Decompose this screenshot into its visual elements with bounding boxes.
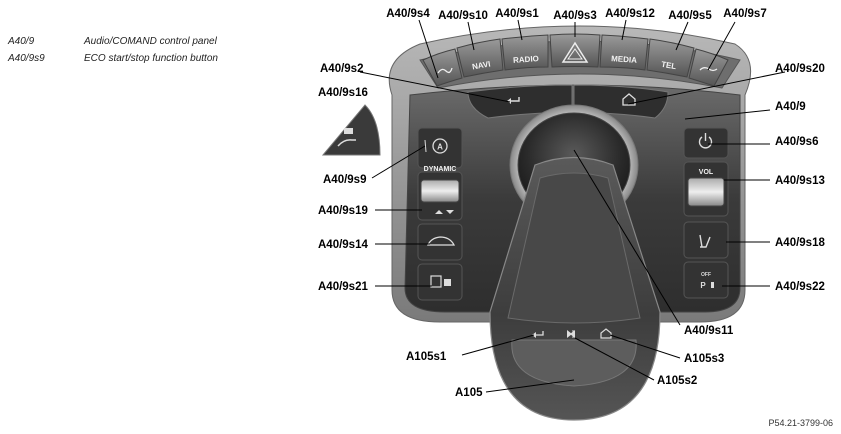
eco-button-s9[interactable]: A xyxy=(417,127,463,169)
callout-a105s2: A105s2 xyxy=(657,375,697,387)
car-icon xyxy=(337,139,356,147)
climate-left-button-s4[interactable] xyxy=(422,48,463,87)
skip-icon xyxy=(567,330,572,338)
seat-adjust-button-s18[interactable] xyxy=(683,221,729,259)
vol-label: VOL xyxy=(699,169,714,176)
hazard-warning-icon-inner xyxy=(567,48,583,60)
seat-heating-icon xyxy=(437,67,453,74)
callout-a40-9s5: A40/9s5 xyxy=(668,10,712,22)
callout-a40-9s6: A40/9s6 xyxy=(775,136,818,148)
callout-a40-9s22: A40/9s22 xyxy=(775,281,825,293)
parktronic-off-button-s22[interactable]: OFF P xyxy=(683,261,729,299)
eco-icon-letter: A xyxy=(437,143,443,152)
tel-label: TEL xyxy=(661,60,678,72)
callout-a105s1: A105s1 xyxy=(406,351,447,363)
suspension-button-s14[interactable] xyxy=(417,223,463,261)
callout-a40-9s7: A40/9s7 xyxy=(723,8,766,20)
eco-icon xyxy=(432,138,448,154)
eco-start-stop-button-s16[interactable] xyxy=(321,104,381,156)
media-label: MEDIA xyxy=(611,54,638,65)
touchpad-surface xyxy=(507,172,641,324)
seat-icon xyxy=(699,234,711,248)
camera-icon xyxy=(444,279,451,286)
callout-a40-9s19: A40/9s19 xyxy=(318,205,368,217)
dynamic-select-roller-s19[interactable]: DYNAMIC xyxy=(417,166,463,221)
touchpad-lower-bar xyxy=(511,339,637,387)
parktronic-label: P xyxy=(700,281,706,290)
callout-a40-9s13: A40/9s13 xyxy=(775,175,825,187)
dynamic-label: DYNAMIC xyxy=(424,166,457,173)
parking-camera-icon xyxy=(430,275,442,288)
back-arrow-icon xyxy=(535,331,544,336)
volume-roller-s13[interactable]: VOL xyxy=(683,161,729,217)
power-icon xyxy=(698,136,713,149)
callout-a40-9s20: A40/9s20 xyxy=(775,63,825,75)
callout-a40-9s10: A40/9s10 xyxy=(438,10,488,22)
callout-a105s3: A105s3 xyxy=(684,353,724,365)
legend-description: ECO start/stop function button xyxy=(84,53,218,64)
callout-a40-9s11: A40/9s11 xyxy=(684,325,734,337)
callout-a40-9s16: A40/9s16 xyxy=(318,87,368,99)
callout-a40-9s14: A40/9s14 xyxy=(318,239,368,251)
callout-a40-9s21: A40/9s21 xyxy=(318,281,368,293)
camera-parking-button-s21[interactable] xyxy=(417,263,463,301)
vehicle-level-icon xyxy=(427,236,456,246)
legend-row: A40/9 Audio/COMAND control panel xyxy=(8,36,218,53)
hazard-warning-icon xyxy=(561,41,589,63)
back-button-s2[interactable] xyxy=(467,84,573,119)
callout-a40-9s18: A40/9s18 xyxy=(775,237,825,249)
arrow-down-icon xyxy=(446,210,454,214)
legend-code: A40/9s9 xyxy=(8,53,45,64)
leader-lines xyxy=(359,19,786,393)
callout-a40-9s4: A40/9s4 xyxy=(386,8,430,20)
callout-a105: A105 xyxy=(455,387,483,399)
radio-label: RADIO xyxy=(513,54,539,65)
tel-button-s5[interactable]: TEL xyxy=(646,38,695,78)
off-label: OFF xyxy=(701,272,711,278)
home-icon xyxy=(600,328,612,339)
back-arrow-icon xyxy=(510,97,520,102)
arrow-up-icon xyxy=(435,210,443,214)
navi-label: NAVI xyxy=(471,59,491,71)
navi-button-s10[interactable]: NAVI xyxy=(456,38,504,78)
callout-a40-9s1: A40/9s1 xyxy=(495,8,539,20)
legend-description: Audio/COMAND control panel xyxy=(84,36,217,47)
callout-a40-9s12: A40/9s12 xyxy=(605,8,655,20)
eco-icon-mark xyxy=(424,139,427,153)
radio-button-s1[interactable]: RADIO xyxy=(501,34,549,71)
legend-code: A40/9 xyxy=(8,36,35,47)
touchpad-home-button-a105s3[interactable] xyxy=(600,328,612,339)
legend: A40/9 Audio/COMAND control panel A40/9s9… xyxy=(8,36,218,70)
hazard-button-s3[interactable] xyxy=(549,33,601,68)
callout-a40-9: A40/9 xyxy=(775,101,806,113)
callout-a40-9s9: A40/9s9 xyxy=(323,174,366,186)
media-button-s12[interactable]: MEDIA xyxy=(599,34,649,71)
callout-a40-9s3: A40/9s3 xyxy=(553,10,596,22)
legend-row: A40/9s9 ECO start/stop function button xyxy=(8,53,218,70)
car-icon xyxy=(344,128,353,134)
callout-a40-9s2: A40/9s2 xyxy=(320,63,363,75)
back-arrow-icon-head xyxy=(507,98,511,104)
home-icon xyxy=(622,93,636,106)
touchpad-skip-button-a105s2[interactable] xyxy=(567,330,575,338)
figure-id: P54.21-3799-06 xyxy=(768,418,833,428)
power-button-s6[interactable] xyxy=(683,127,729,159)
parktronic-icon xyxy=(711,282,714,288)
